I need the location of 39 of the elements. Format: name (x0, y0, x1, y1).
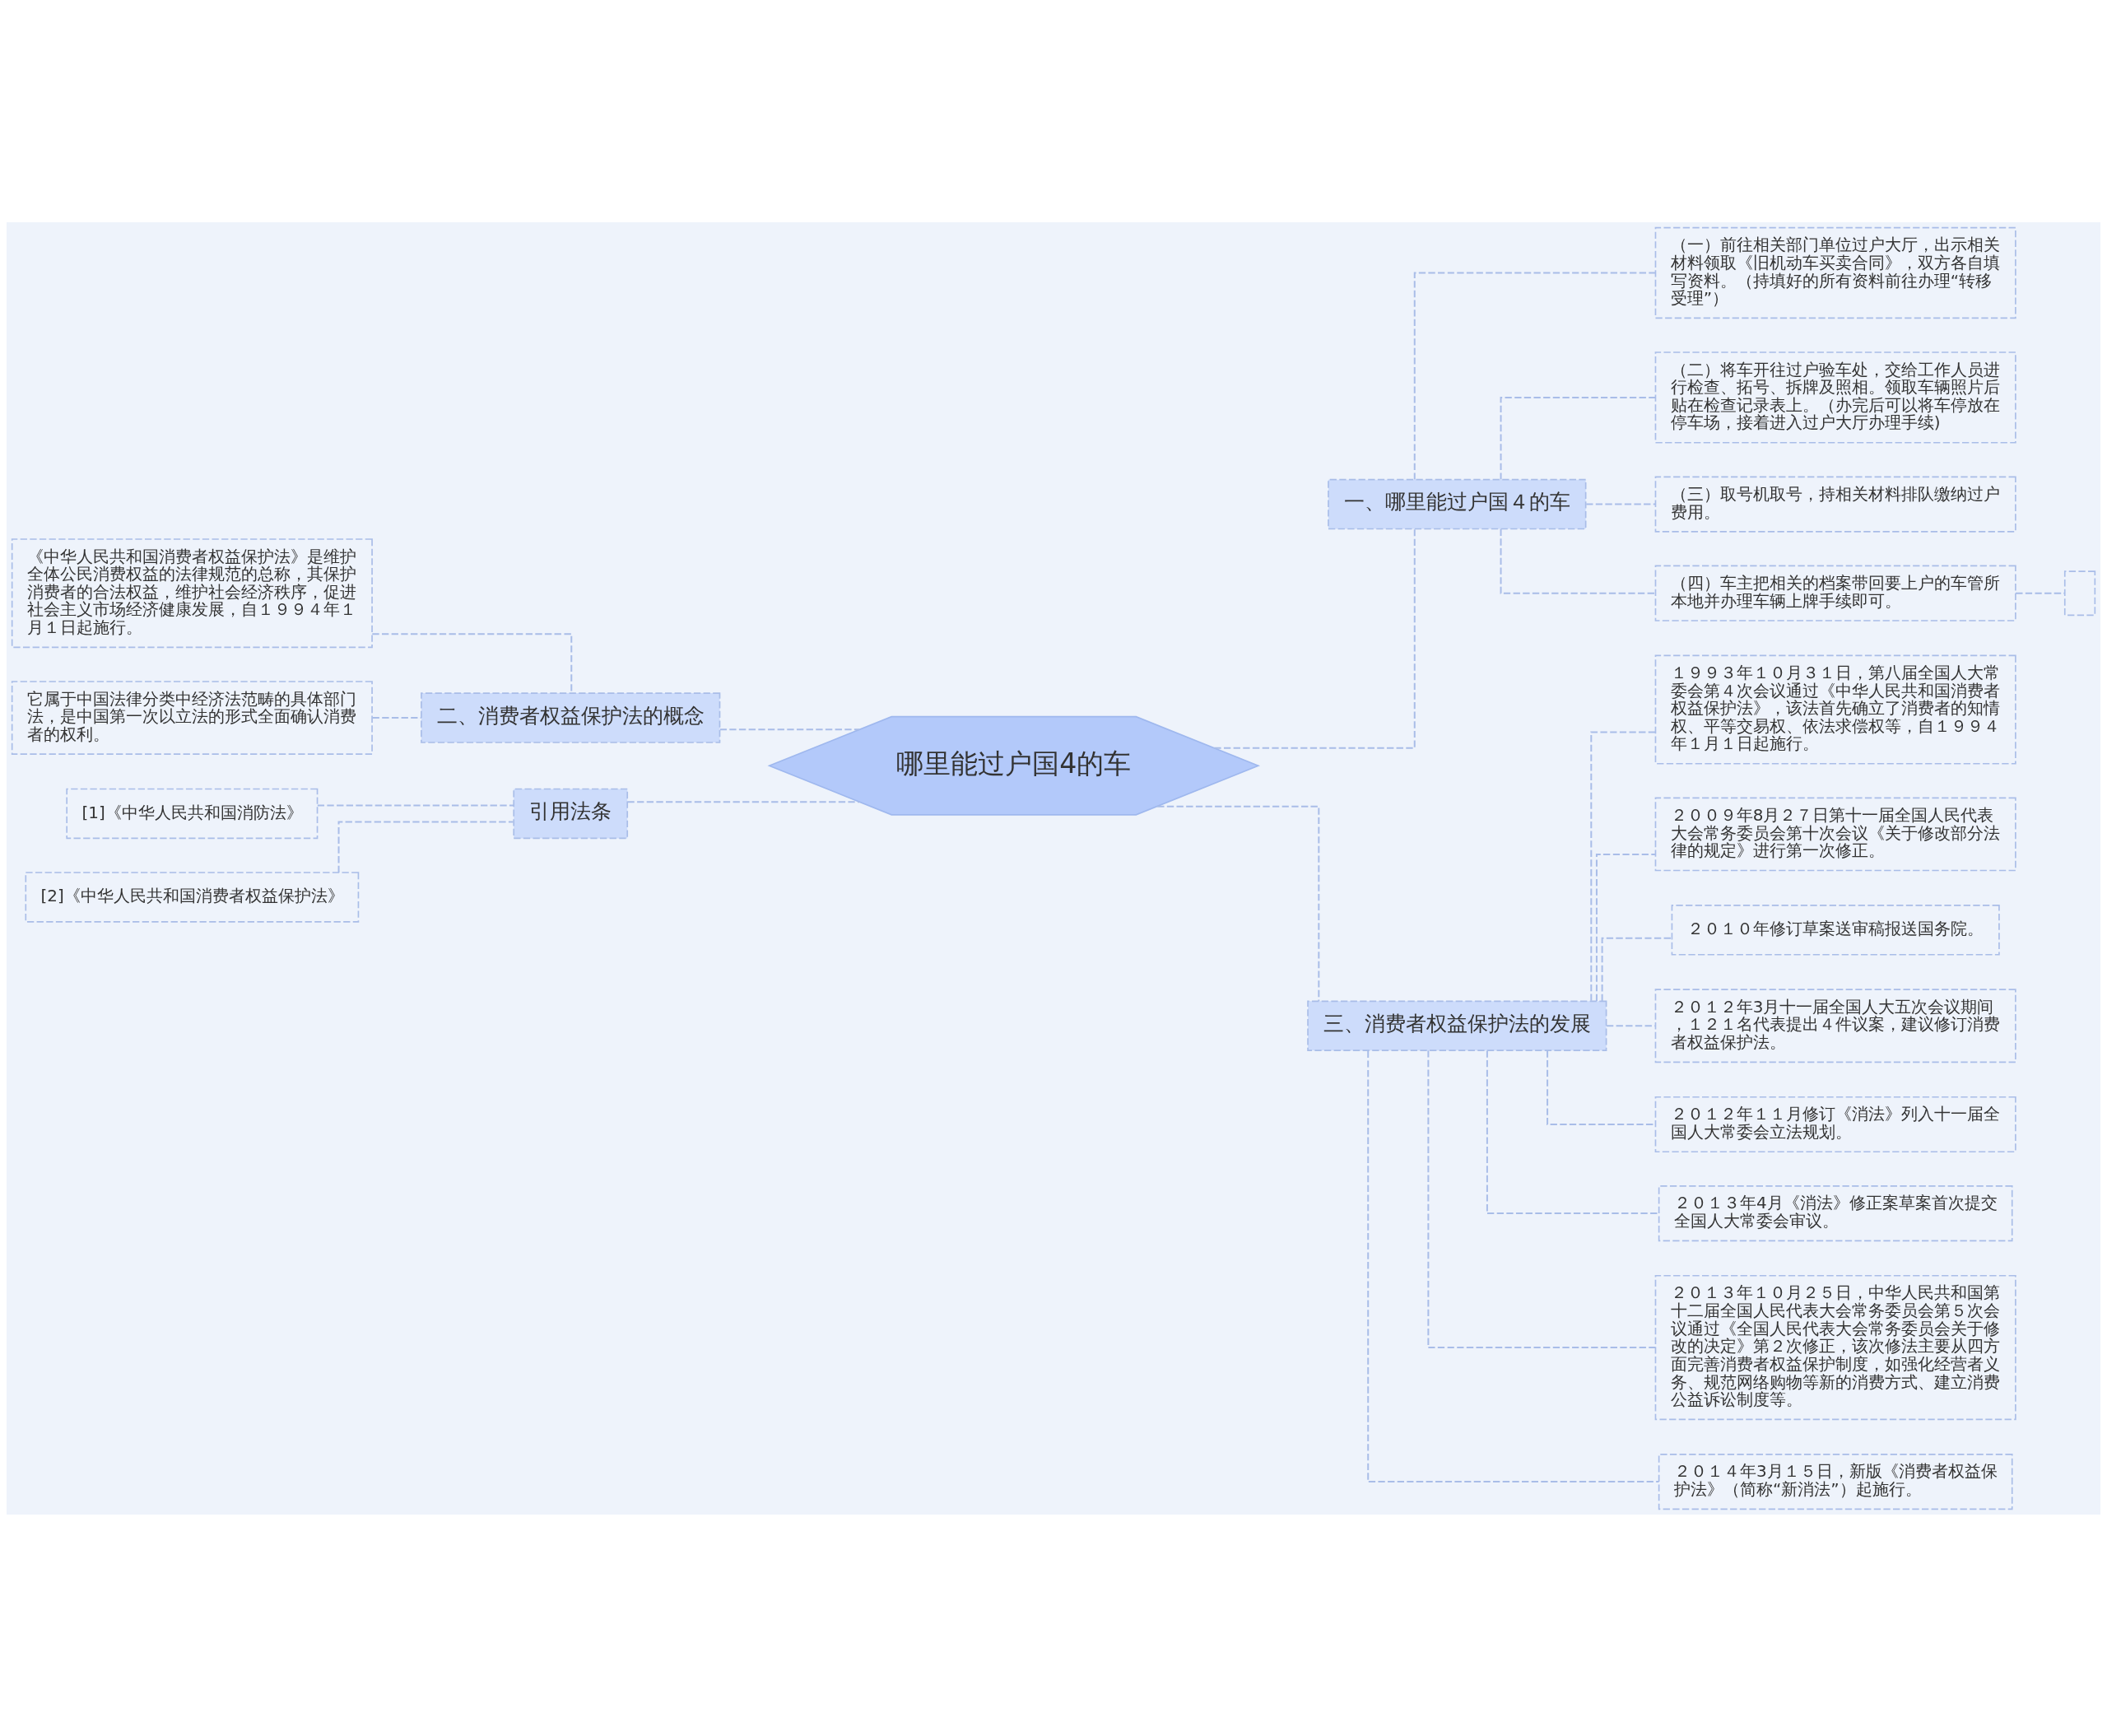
connector (1367, 1050, 1660, 1482)
connector (626, 800, 861, 803)
node-box (2063, 570, 2096, 616)
node-box: 引用法条 (513, 788, 629, 839)
connector (1601, 937, 1672, 1002)
node-box: [1]《中华人民共和国消防法》 (66, 788, 319, 839)
node-box: １９９３年１０月３１日，第八届全国人大常委会第４次会议通过《中华人民共和国消费者权益保护法》，该法首先确立了消费者的知情权、平等交易权、依法求偿权等，自１９９４年１月１日起施行。 (1654, 654, 2016, 765)
node-box: ２０１２年１１月修订《消法》列入十一届全国人大常委会立法规划。 (1654, 1096, 2016, 1152)
node-box: 二、消费者权益保护法的概念 (421, 691, 721, 743)
connector (1585, 503, 1657, 505)
node-box: 一、哪里能过户国４的车 (1328, 478, 1587, 529)
connector (1413, 272, 1657, 480)
node-box: ２０１４年3月１５日，新版《消费者权益保护法》（简称“新消法”）起施行。 (1658, 1453, 2013, 1510)
node-box: （二）将车开往过户验车处，交给工作人员进行检查、拓号、拆牌及照相。领取车辆照片后贴在检查记录表上。（办完后可以将车停放在停车场，接着进入过户大厅办理手续) (1654, 351, 2016, 444)
node-box: [2]《中华人民共和国消费者权益保护法》 (25, 871, 360, 923)
connector (1500, 528, 1657, 594)
node-box: （一）前往相关部门单位过户大厅，出示相关材料领取《旧机动车买卖合同》，双方各自填写资料。（持填好的所有资料前往办理“转移受理”） (1654, 226, 2016, 319)
connector (2015, 592, 2066, 594)
node-box: （三）取号机取号，持相关材料排队缴纳过户费用。 (1654, 476, 2016, 533)
connector (1595, 853, 1656, 1002)
node-box: 《中华人民共和国消费者权益保护法》是维护全体公民消费权益的法律规范的总称，其保护消费者的合法权益，维护社会经济秩序，促进社会主义市场经济健康发展，自１９９４年１月１日起施行。 (11, 538, 373, 648)
connector (371, 716, 422, 719)
connector (1427, 1049, 1656, 1348)
connector (1500, 396, 1657, 480)
node-box: ２０１０年修订草案送审稿报送国务院。 (1671, 904, 2000, 956)
connector (1213, 528, 1416, 749)
connector (316, 804, 515, 806)
node-box: ２００９年8月２７日第十一届全国人民代表大会常务委员会第十次会议《关于修改部分法律的规定》进行第一次修正。 (1654, 797, 2016, 871)
connector (719, 728, 861, 730)
node-box: （四）车主把相关的档案带回要上户的车管所本地并办理车辆上牌手续即可。 (1654, 565, 2016, 621)
node-box: ２０１２年3月十一届全国人大五次会议期间，１２１名代表提出４件议案，建议修订消费者权益保护法。 (1654, 988, 2016, 1063)
connector (337, 820, 514, 873)
node-box: 它属于中国法律分类中经济法范畴的具体部门法，是中国第一次以立法的形式全面确认消费者的权利。 (11, 680, 373, 755)
connector (1590, 731, 1657, 1002)
connector (1606, 1024, 1656, 1026)
node-box: ２０１３年１０月２５日，中华人民共和国第十二届全国人民代表大会常务委员会第５次会议通过《全国人民代表大会常务委员会关于修改的决定》第２次修正，该次修法主要从四方面完善消费者权益保护制度，如强化经营者义务、规范网络购物等新的消费方式、建立消费公益诉讼制度等。 (1654, 1274, 2016, 1420)
node-box: ２０１３年4月《消法》修正案草案首次提交全国人大常委会审议。 (1658, 1184, 2013, 1241)
node-box: 三、消费者权益保护法的发展 (1307, 1000, 1607, 1051)
connector (1156, 805, 1320, 1002)
